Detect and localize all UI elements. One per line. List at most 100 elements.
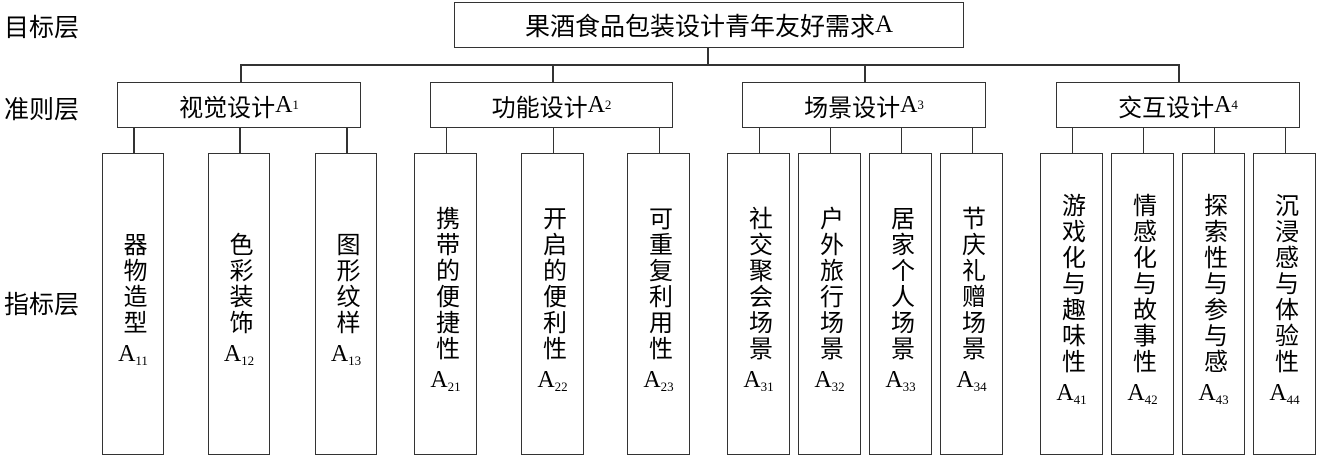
indicator-code: A xyxy=(1198,379,1216,406)
connector xyxy=(1071,128,1073,153)
indicator-code: A xyxy=(1056,379,1074,406)
connector xyxy=(829,128,831,153)
criterion-subscript: 4 xyxy=(1231,97,1238,112)
indicator-label: 携带的便捷性 xyxy=(431,205,460,362)
criterion-code: A xyxy=(900,91,918,118)
indicator-code-wrap: A44 xyxy=(1269,377,1299,416)
indicator-code-wrap: A31 xyxy=(743,364,773,403)
connector xyxy=(240,64,242,82)
indicator-code-wrap: A43 xyxy=(1198,377,1228,416)
connector xyxy=(445,128,447,153)
indicator-label: 情感化与故事性 xyxy=(1128,192,1157,375)
criterion-code: A xyxy=(1214,91,1232,118)
indicator-subscript: 32 xyxy=(831,378,845,394)
connector xyxy=(133,128,135,153)
connector xyxy=(240,64,1179,66)
indicator-code: A xyxy=(643,366,661,393)
indicator-label: 器物造型 xyxy=(119,231,147,336)
indicator-code-wrap: A13 xyxy=(331,338,361,377)
connector xyxy=(971,128,973,153)
indicator-code: A xyxy=(330,340,349,367)
indicator-subscript: 33 xyxy=(902,378,916,394)
connector xyxy=(1213,128,1215,153)
indicator-code-wrap: A32 xyxy=(814,364,844,403)
connector xyxy=(707,48,709,65)
indicator-subscript: 12 xyxy=(241,352,255,368)
connector xyxy=(346,128,348,153)
indicator-code-wrap: A21 xyxy=(430,364,460,403)
indicator-label: 沉浸感与体验性 xyxy=(1270,192,1299,375)
indicator-subscript: 22 xyxy=(554,378,568,394)
connector xyxy=(658,128,660,153)
goal-code: A xyxy=(874,11,894,38)
indicator-code-wrap: A42 xyxy=(1127,377,1157,416)
connector xyxy=(239,128,241,153)
indicator-code-wrap: A41 xyxy=(1056,377,1086,416)
connector xyxy=(552,64,554,82)
connector xyxy=(552,128,554,153)
indicator-label: 社交聚会场景 xyxy=(744,205,773,362)
indicator-code: A xyxy=(223,340,242,367)
indicator-label: 户外旅行场景 xyxy=(815,205,844,362)
criterion-code: A xyxy=(587,91,605,118)
indicator-code-wrap: A34 xyxy=(956,364,986,403)
indicator-code: A xyxy=(885,366,903,393)
criterion-label: 功能设计 xyxy=(491,93,588,122)
goal-label: 果酒食品包装设计青年友好需求 xyxy=(524,12,875,41)
indicator-subscript: 41 xyxy=(1073,391,1087,407)
connector xyxy=(900,128,902,153)
indicator-label: 节庆礼赠场景 xyxy=(957,205,986,362)
criterion-subscript: 2 xyxy=(604,97,612,112)
indicator-label: 探索性与参与感 xyxy=(1199,192,1228,375)
indicator-subscript: 11 xyxy=(135,352,148,368)
indicator-label: 色彩装饰 xyxy=(225,231,253,336)
layer-label-indicator: 指标层 xyxy=(4,290,80,319)
indicator-code: A xyxy=(1269,379,1287,406)
indicator-subscript: 34 xyxy=(973,378,987,394)
indicator-label: 图形纹样 xyxy=(332,231,360,336)
indicator-code-wrap: A12 xyxy=(224,338,254,377)
indicator-subscript: 42 xyxy=(1144,391,1158,407)
indicator-subscript: 23 xyxy=(660,378,674,394)
criterion-label: 视觉设计 xyxy=(179,93,276,122)
connector xyxy=(1284,128,1286,153)
layer-label-criteria: 准则层 xyxy=(4,95,80,124)
indicator-subscript: 44 xyxy=(1286,391,1300,407)
connector xyxy=(864,64,866,82)
indicator-label: 开启的便利性 xyxy=(538,205,567,362)
connector xyxy=(1142,128,1144,153)
indicator-subscript: 21 xyxy=(447,378,461,394)
indicator-code-wrap: A23 xyxy=(643,364,673,403)
criterion-subscript: 3 xyxy=(917,97,924,112)
criterion-label: 交互设计 xyxy=(1118,93,1215,122)
indicator-code-wrap: A33 xyxy=(885,364,915,403)
indicator-subscript: 13 xyxy=(348,352,362,368)
indicator-code: A xyxy=(1127,379,1145,406)
criterion-subscript: 1 xyxy=(292,97,299,112)
indicator-code: A xyxy=(430,366,448,393)
indicator-code: A xyxy=(814,366,832,393)
indicator-subscript: 31 xyxy=(760,378,774,394)
criterion-code: A xyxy=(275,91,293,118)
indicator-code-wrap: A22 xyxy=(537,364,567,403)
